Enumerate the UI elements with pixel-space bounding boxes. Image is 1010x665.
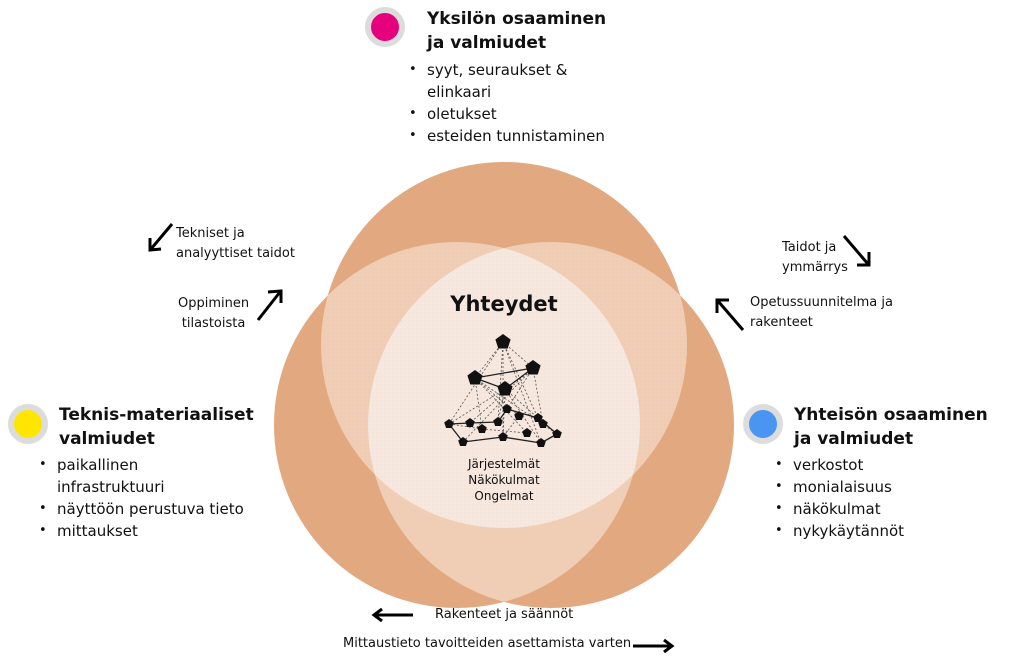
note-line: tilastoista xyxy=(181,316,246,331)
graph-node xyxy=(493,417,503,426)
graph-node xyxy=(538,419,548,428)
graph-link-dashed xyxy=(448,388,506,425)
list-item: nykykäytännöt xyxy=(771,520,991,542)
graph-link xyxy=(474,367,534,379)
technical-skills-note: Tekniset ja analyyttiset taidot xyxy=(176,224,295,264)
graph-link-dashed xyxy=(506,367,534,410)
individual-list: syyt, seuraukset & elinkaari oletukset e… xyxy=(405,59,625,147)
community-list: verkostot monialaisuus näkökulmat nykykä… xyxy=(771,454,991,542)
graph-link-dashed xyxy=(474,377,520,417)
individual-color-dot xyxy=(365,7,405,47)
note-line: ymmärrys xyxy=(782,260,848,275)
arrow-up-right-icon xyxy=(256,289,283,321)
graph-link-dashed xyxy=(532,367,544,425)
community-title-line-1: Yhteisön osaaminen xyxy=(794,405,988,425)
list-item: syyt, seuraukset & elinkaari xyxy=(405,59,597,103)
graph-link-dashed xyxy=(502,341,542,444)
note-line: Opetussuunnitelma ja xyxy=(750,295,893,310)
center-title: Yhteydet xyxy=(450,292,558,316)
technical-title-line-1: Teknis-materiaaliset xyxy=(59,405,254,425)
skills-understanding-note: Taidot ja ymmärrys xyxy=(782,238,848,278)
graph-link-dashed xyxy=(462,367,534,443)
center-item: Järjestelmät xyxy=(468,457,540,471)
list-item: monialaisuus xyxy=(771,476,991,498)
note-line: Oppiminen xyxy=(178,296,250,311)
technical-title: Teknis-materiaaliset valmiudet xyxy=(59,403,254,451)
note-line: analyyttiset taidot xyxy=(176,246,295,261)
graph-node xyxy=(497,381,513,396)
individual-title: Yksilön osaaminen ja valmiudet xyxy=(427,7,606,55)
note-line: rakenteet xyxy=(750,315,813,330)
list-item: verkostot xyxy=(771,454,991,476)
individual-title-line-2: ja valmiudet xyxy=(427,33,547,53)
list-item: esteiden tunnistaminen xyxy=(405,125,625,147)
graph-node xyxy=(533,413,543,422)
arrow-right-icon xyxy=(633,638,675,654)
community-color-dot xyxy=(743,404,783,444)
graph-link xyxy=(469,421,499,424)
note-line: Tekniset ja xyxy=(176,226,245,241)
graph-link-dashed xyxy=(502,341,539,419)
list-item: näkökulmat xyxy=(771,498,991,520)
graph-node xyxy=(467,370,483,385)
graph-node xyxy=(465,418,475,427)
graph-link-dashed xyxy=(474,377,528,434)
community-title: Yhteisön osaaminen ja valmiudet xyxy=(794,403,988,451)
graph-link-dashed xyxy=(481,428,528,434)
graph-link-dashed xyxy=(504,388,539,419)
arrow-left-icon xyxy=(371,607,413,623)
learning-stats-note: Oppiminen tilastoista xyxy=(178,294,249,334)
technical-list: paikallinen infrastruktuuri näyttöön per… xyxy=(35,454,275,542)
graph-link xyxy=(506,408,539,419)
note-line: Taidot ja xyxy=(782,240,837,255)
center-item: Näkökulmat xyxy=(468,473,540,487)
list-item: mittaukset xyxy=(35,520,275,542)
graph-node xyxy=(458,437,468,446)
graph-link xyxy=(462,436,504,443)
graph-node xyxy=(502,404,512,413)
individual-title-line-1: Yksilön osaaminen xyxy=(427,9,607,29)
graph-link xyxy=(502,436,542,444)
center-item: Ongelmat xyxy=(474,489,534,503)
graph-node xyxy=(477,424,487,433)
technical-title-line-2: valmiudet xyxy=(59,429,155,449)
graph-link-dashed xyxy=(497,341,504,423)
graph-node xyxy=(552,429,562,438)
arrow-down-right-icon xyxy=(842,235,871,267)
list-item: näyttöön perustuva tieto xyxy=(35,498,275,520)
community-title-line-2: ja valmiudet xyxy=(794,429,914,449)
graph-node xyxy=(522,428,532,437)
graph-node xyxy=(495,334,511,349)
arrow-up-left-icon xyxy=(715,298,745,331)
arrow-down-left-icon xyxy=(148,223,174,252)
graph-node xyxy=(444,419,454,428)
graph-node xyxy=(525,360,541,375)
network-graph-icon xyxy=(444,334,562,447)
measurement-note: Mittaustieto tavoitteiden asettamista va… xyxy=(343,636,632,651)
center-items: Järjestelmät Näkökulmat Ongelmat xyxy=(444,456,564,504)
graph-node xyxy=(498,432,508,441)
graph-node xyxy=(514,411,524,420)
list-item: paikallinen infrastruktuuri xyxy=(35,454,187,498)
technical-color-dot xyxy=(8,404,48,444)
curriculum-note: Opetussuunnitelma ja rakenteet xyxy=(750,293,893,333)
list-item: oletukset xyxy=(405,103,625,125)
graph-link-dashed xyxy=(448,423,483,430)
structures-rules-note: Rakenteet ja säännöt xyxy=(435,607,574,622)
graph-link-dashed xyxy=(474,377,483,430)
graph-node xyxy=(536,438,546,447)
